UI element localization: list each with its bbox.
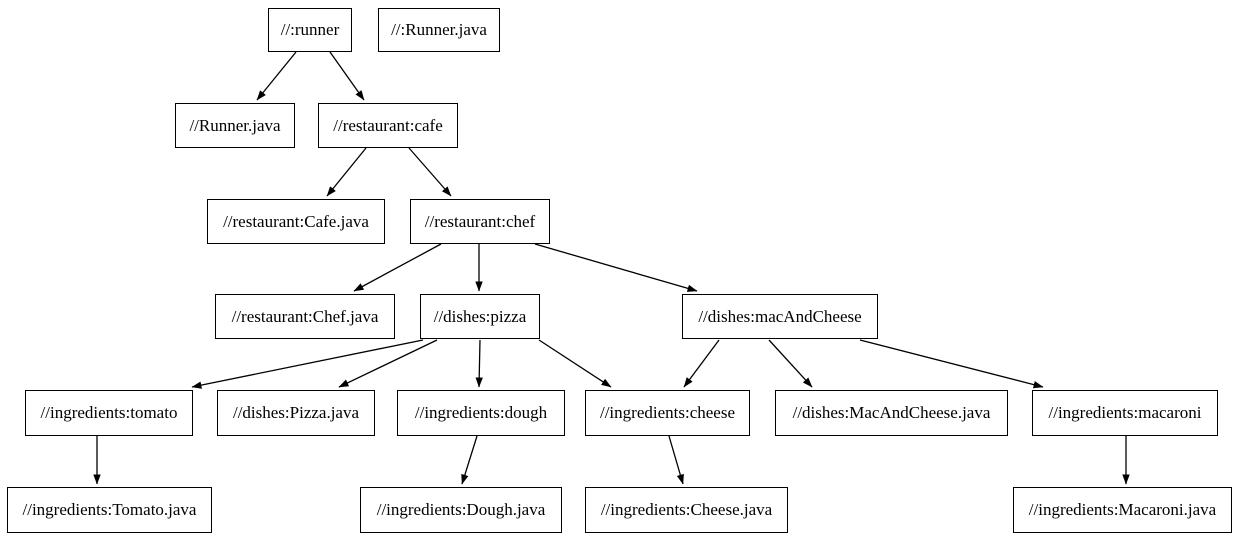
edge-pizza-to-tomato — [191, 339, 424, 389]
graph-node-chef-java: //restaurant:Chef.java — [215, 294, 395, 339]
graph-node-tomato-java: //ingredients:Tomato.java — [7, 487, 212, 533]
graph-node-runner: //:runner — [268, 8, 352, 52]
graph-node-label: //ingredients:macaroni — [1048, 403, 1202, 422]
graph-node-runner-src: //:Runner.java — [378, 8, 500, 52]
graph-node-label: //ingredients:dough — [414, 403, 548, 422]
graph-node-label: //:runner — [280, 20, 340, 39]
graph-node-macaroni: //ingredients:macaroni — [1032, 390, 1218, 436]
graph-node-label: //dishes:macAndCheese — [698, 306, 862, 326]
edge-chef-to-macandcheese — [534, 243, 698, 292]
graph-node-pizza: //dishes:pizza — [420, 294, 540, 339]
graph-node-label: //ingredients:Macaroni.java — [1028, 500, 1217, 519]
edge-cafe-to-chef — [408, 147, 452, 197]
graph-node-chef: //restaurant:chef — [410, 199, 550, 244]
graph-node-label: //Runner.java — [189, 115, 281, 135]
edge-cheese-to-cheese-java — [668, 435, 684, 485]
graph-node-cheese: //ingredients:cheese — [585, 390, 750, 436]
edge-pizza-to-dough — [475, 339, 483, 388]
edge-runner-to-runner-java — [256, 51, 297, 101]
graph-node-label: //ingredients:Dough.java — [376, 500, 546, 519]
graph-node-label: //:Runner.java — [391, 20, 487, 39]
graph-node-label: //ingredients:Tomato.java — [22, 500, 197, 519]
edge-macandcheese-to-macandcheese-java — [768, 339, 813, 388]
graph-node-label: //restaurant:chef — [424, 211, 536, 231]
graph-node-label: //dishes:Pizza.java — [232, 403, 360, 422]
edge-pizza-to-cheese — [538, 339, 612, 388]
graph-node-dough: //ingredients:dough — [397, 390, 565, 436]
edge-chef-to-chef-java — [353, 243, 442, 292]
graph-node-tomato: //ingredients:tomato — [25, 390, 193, 436]
edge-dough-to-dough-java — [461, 435, 478, 485]
graph-node-pizza-java: //dishes:Pizza.java — [217, 390, 375, 436]
edge-runner-to-cafe — [329, 51, 365, 101]
graph-node-label: //restaurant:Chef.java — [231, 306, 379, 326]
graph-node-cafe-java: //restaurant:Cafe.java — [207, 199, 385, 244]
graph-node-label: //dishes:MacAndCheese.java — [792, 403, 991, 422]
graph-node-dough-java: //ingredients:Dough.java — [360, 487, 562, 533]
edge-macandcheese-to-cheese — [683, 339, 720, 388]
edge-cafe-to-cafe-java — [326, 147, 367, 197]
graph-node-label: //restaurant:cafe — [333, 115, 443, 135]
graph-node-label: //ingredients:Cheese.java — [600, 500, 773, 519]
graph-node-label: //ingredients:cheese — [599, 403, 735, 422]
graph-node-label: //ingredients:tomato — [40, 403, 178, 422]
graph-node-macandcheese-java: //dishes:MacAndCheese.java — [775, 390, 1008, 436]
graph-node-cheese-java: //ingredients:Cheese.java — [585, 487, 788, 533]
graph-node-label: //restaurant:Cafe.java — [223, 211, 369, 231]
edge-macandcheese-to-macaroni — [859, 339, 1044, 389]
graph-node-runner-java: //Runner.java — [175, 103, 295, 148]
edge-pizza-to-pizza-java — [338, 339, 438, 388]
graph-node-cafe: //restaurant:cafe — [318, 103, 458, 148]
graph-node-label: //dishes:pizza — [433, 306, 527, 326]
graph-node-macaroni-java: //ingredients:Macaroni.java — [1013, 487, 1232, 533]
graph-node-macandcheese: //dishes:macAndCheese — [682, 294, 878, 339]
